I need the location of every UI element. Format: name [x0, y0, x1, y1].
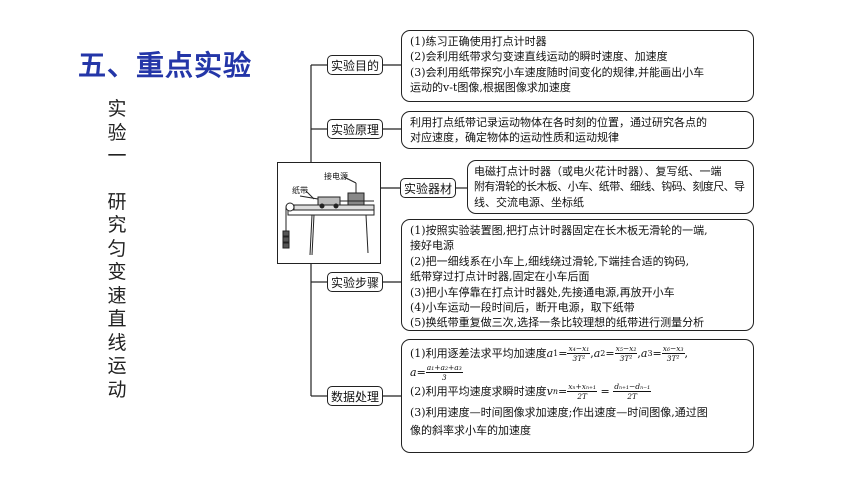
page-title: 五、重点实验 [78, 49, 253, 82]
apparatus-label-power: 接电源 [324, 172, 348, 181]
experiment-vertical-title: 实 验 一 研 究 匀 变 速 直 线 运 动 [107, 98, 127, 401]
apparatus-illustration-icon [282, 176, 375, 256]
box-purpose: (1)练习正确使用打点计时器 (2)会利用纸带求匀变速直线运动的瞬时速度、加速度… [401, 30, 754, 102]
tag-purpose: 实验目的 [327, 55, 383, 75]
box-steps: (1)按照实验装置图,把打点计时器固定在长木板无滑轮的一端, 接好电源 (2)把… [401, 219, 754, 331]
apparatus-label-tape: 纸带 [292, 186, 308, 195]
box-principle: 利用打点纸带记录运动物体在各时刻的位置，通过研究各点的 对应速度，确定物体的运动… [401, 111, 754, 149]
tag-data-processing: 数据处理 [327, 386, 383, 406]
tag-steps: 实验步骤 [327, 272, 383, 292]
apparatus-diagram: 接电源 纸带 [277, 162, 381, 264]
tag-principle: 实验原理 [327, 119, 383, 139]
tag-equipment: 实验器材 [400, 178, 456, 198]
box-equipment: 电磁打点计时器（或电火花计时器）、复写纸、一端 附有滑轮的长木板、小车、纸带、细… [467, 160, 754, 214]
